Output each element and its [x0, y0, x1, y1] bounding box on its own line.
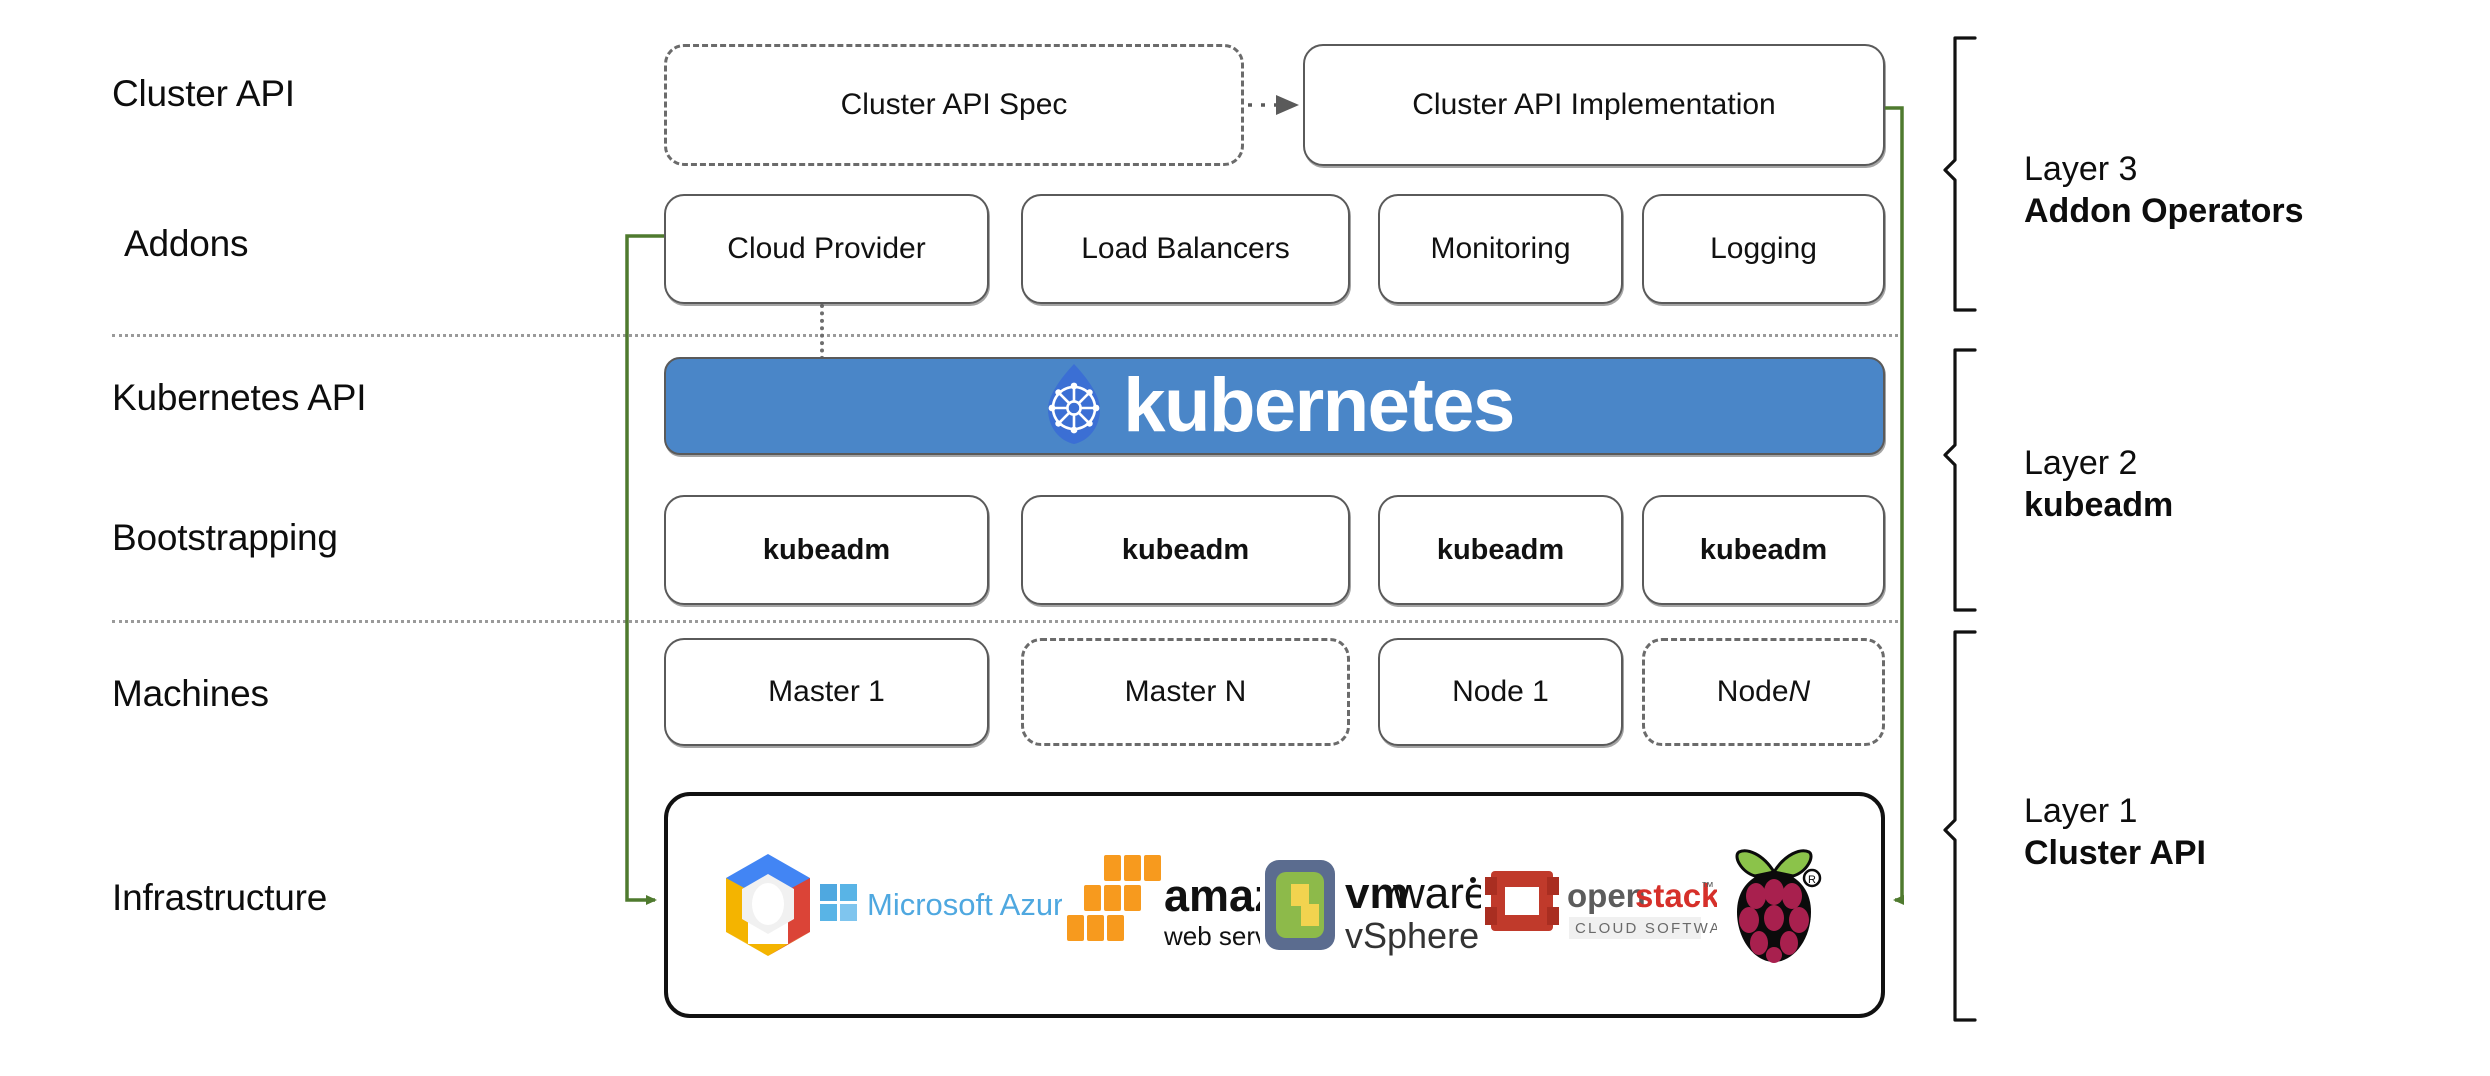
machine-box-master-n[interactable]: Master N	[1021, 638, 1350, 746]
raspberry-pi-icon: R	[1719, 842, 1829, 968]
row-label-infrastructure: Infrastructure	[112, 877, 328, 918]
layer-1-title: Layer 1	[2024, 792, 2138, 830]
svg-text:Microsoft Azure: Microsoft Azure	[867, 887, 1062, 922]
machine-box-master-1[interactable]: Master 1	[664, 638, 989, 746]
svg-text:vSphere: vSphere	[1345, 915, 1479, 956]
band-separator-layer3-layer2	[112, 334, 1898, 337]
svg-text:stack: stack	[1635, 877, 1717, 914]
svg-text:R: R	[1808, 874, 1816, 886]
machine-box-node-n[interactable]: Node N	[1642, 638, 1885, 746]
bootstrap-label-1: kubeadm	[762, 533, 891, 566]
layer-2-title: Layer 2	[2024, 444, 2138, 482]
addon-label-monitoring: Monitoring	[1430, 232, 1571, 265]
kubernetes-wheel-icon	[1035, 362, 1113, 451]
row-label-machines: Machines	[112, 673, 269, 714]
machine-label-master-n: Master N	[1124, 675, 1247, 708]
addon-label-logging: Logging	[1710, 232, 1817, 265]
vmware-vsphere-icon: vm ware vSphere	[1263, 854, 1481, 956]
brace-layer-3	[1943, 36, 1977, 312]
machine-label-node-1: Node 1	[1452, 675, 1549, 708]
openstack-icon: open stack ™ CLOUD SOFTWARE	[1483, 857, 1717, 953]
bootstrap-box-4[interactable]: kubeadm	[1642, 495, 1885, 605]
cloud-provider-to-kubernetes-connector	[820, 304, 824, 360]
machine-label-master-1: Master 1	[768, 675, 885, 708]
addon-label-load-balancers: Load Balancers	[1081, 232, 1290, 265]
band-separator-layer2-layer1	[112, 620, 1898, 623]
microsoft-azure-icon: Microsoft Azure	[818, 879, 1062, 931]
brace-layer-2	[1943, 348, 1977, 612]
infrastructure-box[interactable]: Microsoft Azure amazon web services	[664, 792, 1885, 1018]
svg-text:web services: web services	[1163, 921, 1260, 951]
bootstrap-label-4: kubeadm	[1699, 533, 1828, 566]
svg-text:ware: ware	[1392, 869, 1481, 918]
brace-layer-1	[1943, 630, 1977, 1022]
bootstrap-label-3: kubeadm	[1436, 533, 1565, 566]
amazon-web-services-icon: amazon web services	[1064, 849, 1260, 961]
layer-label-2: Layer 2 kubeadm	[2024, 442, 2173, 526]
kubernetes-banner[interactable]: kubernetes	[664, 357, 1885, 455]
cluster-api-spec-label: Cluster API Spec	[840, 88, 1068, 121]
layer-label-1: Layer 1 Cluster API	[2024, 790, 2206, 874]
svg-text:open: open	[1567, 877, 1646, 914]
google-cloud-platform-icon	[720, 850, 816, 960]
row-label-addons: Addons	[124, 223, 249, 264]
bootstrap-label-2: kubeadm	[1121, 533, 1250, 566]
cluster-api-spec-box[interactable]: Cluster API Spec	[664, 44, 1244, 166]
svg-text:CLOUD SOFTWARE: CLOUD SOFTWARE	[1575, 920, 1717, 937]
row-label-kubernetes-api: Kubernetes API	[112, 377, 367, 418]
layer-3-title: Layer 3	[2024, 150, 2138, 188]
cluster-api-implementation-box[interactable]: Cluster API Implementation	[1303, 44, 1885, 166]
svg-text:amazon: amazon	[1164, 870, 1260, 921]
layer-3-subtitle: Addon Operators	[2024, 192, 2304, 231]
row-label-cluster-api: Cluster API	[112, 73, 295, 114]
machine-box-node-1[interactable]: Node 1	[1378, 638, 1623, 746]
bootstrap-box-1[interactable]: kubeadm	[664, 495, 989, 605]
row-label-bootstrapping: Bootstrapping	[112, 517, 338, 558]
layer-label-3: Layer 3 Addon Operators	[2024, 148, 2304, 232]
implementation-to-infrastructure-arrow	[1885, 106, 1904, 905]
addon-box-load-balancers[interactable]: Load Balancers	[1021, 194, 1350, 304]
layer-2-subtitle: kubeadm	[2024, 486, 2174, 525]
cluster-api-implementation-label: Cluster API Implementation	[1412, 88, 1776, 121]
bootstrap-box-2[interactable]: kubeadm	[1021, 495, 1350, 605]
kubernetes-wordmark: kubernetes	[1123, 363, 1515, 448]
machine-label-node-n-prefix: Node	[1716, 675, 1789, 708]
machine-label-node-n-suffix: N	[1788, 675, 1811, 708]
addon-box-logging[interactable]: Logging	[1642, 194, 1885, 304]
addon-label-cloud-provider: Cloud Provider	[727, 232, 926, 265]
svg-text:™: ™	[1701, 879, 1714, 894]
addon-box-cloud-provider[interactable]: Cloud Provider	[664, 194, 989, 304]
svg-text:vm: vm	[1345, 869, 1409, 918]
bootstrap-box-3[interactable]: kubeadm	[1378, 495, 1623, 605]
addon-box-monitoring[interactable]: Monitoring	[1378, 194, 1623, 304]
layer-1-subtitle: Cluster API	[2024, 834, 2207, 873]
